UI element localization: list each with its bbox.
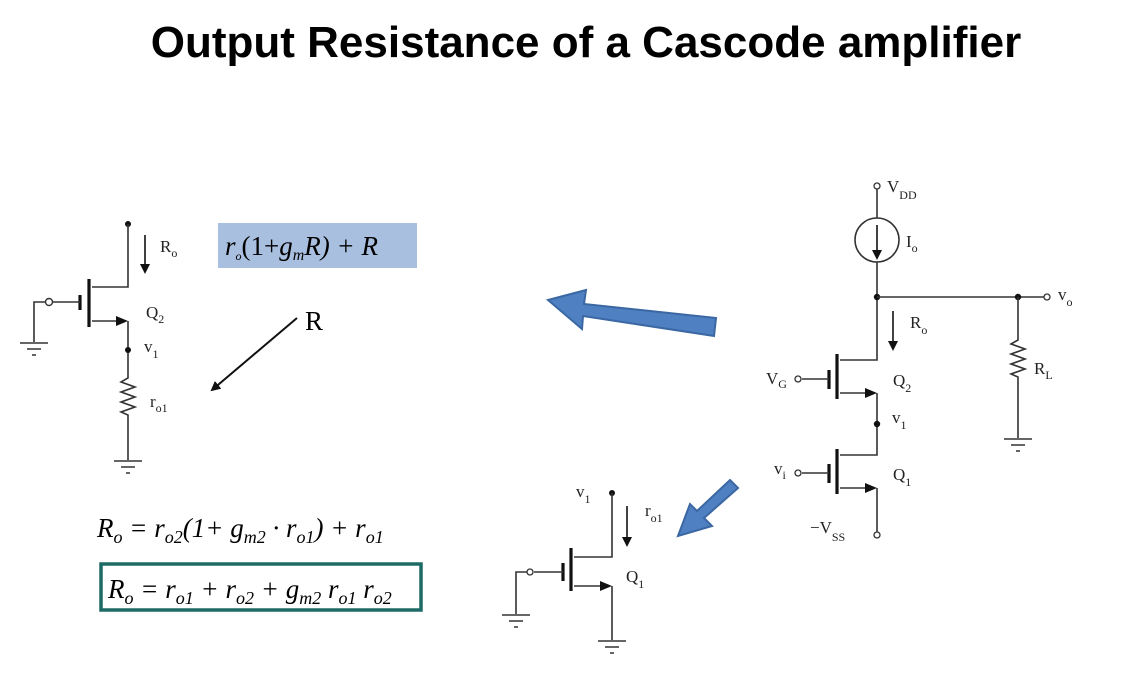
label-io: Io [906,232,918,255]
small-down-left-arrow-icon [676,478,740,538]
highlighted-formula: ro(1+gmR) + R [218,223,417,268]
label-q1: Q1 [626,567,644,591]
cascode-circuit: VDD Io vo Ro RL VG Q2 v1 vi Q1 −VSS [766,177,1073,544]
label-ro1: ro1 [645,501,663,525]
pointer-arrow-icon [210,317,298,392]
label-r: R [305,306,323,336]
left-circuit-q2: Ro Q2 v1 ro1 [20,221,177,474]
label-v1: v1 [892,408,907,432]
label-v1: v1 [144,337,159,361]
label-vss: −VSS [810,518,845,544]
slide-title: Output Resistance of a Cascode amplifier [150,18,1022,67]
label-ro1: ro1 [150,392,168,415]
label-q2: Q2 [893,371,911,395]
ground-icon [1004,438,1032,452]
label-vdd: VDD [887,177,917,202]
boxed-equation: Ro = ro1 + ro2 + gm2 ro1 ro2 [99,562,423,612]
label-v1: v1 [576,482,591,506]
big-left-arrow-icon [545,288,718,338]
ground-icon [114,460,142,474]
label-vg: VG [766,369,787,391]
q1-subcircuit: v1 ro1 Q1 [502,482,663,654]
label-vi: vi [774,459,787,482]
label-vo: vo [1058,285,1073,309]
label-q2: Q2 [146,303,164,326]
equation-expanded: Ro = ro2(1+ gm2 · ro1) + ro1 [96,513,384,547]
svg-text:Ro = ro1 + ro2 + gm2 ro1 ro2: Ro = ro1 + ro2 + gm2 ro1 ro2 [107,574,392,608]
label-ro: Ro [910,313,927,337]
label-ro: Ro [160,237,177,260]
label-q1: Q1 [893,465,911,489]
svg-text:ro(1+gmR) + R: ro(1+gmR) + R [225,231,379,264]
ground-icon [502,614,530,628]
ground-icon [20,342,48,356]
label-rl: RL [1034,359,1053,382]
ground-icon [598,640,626,654]
